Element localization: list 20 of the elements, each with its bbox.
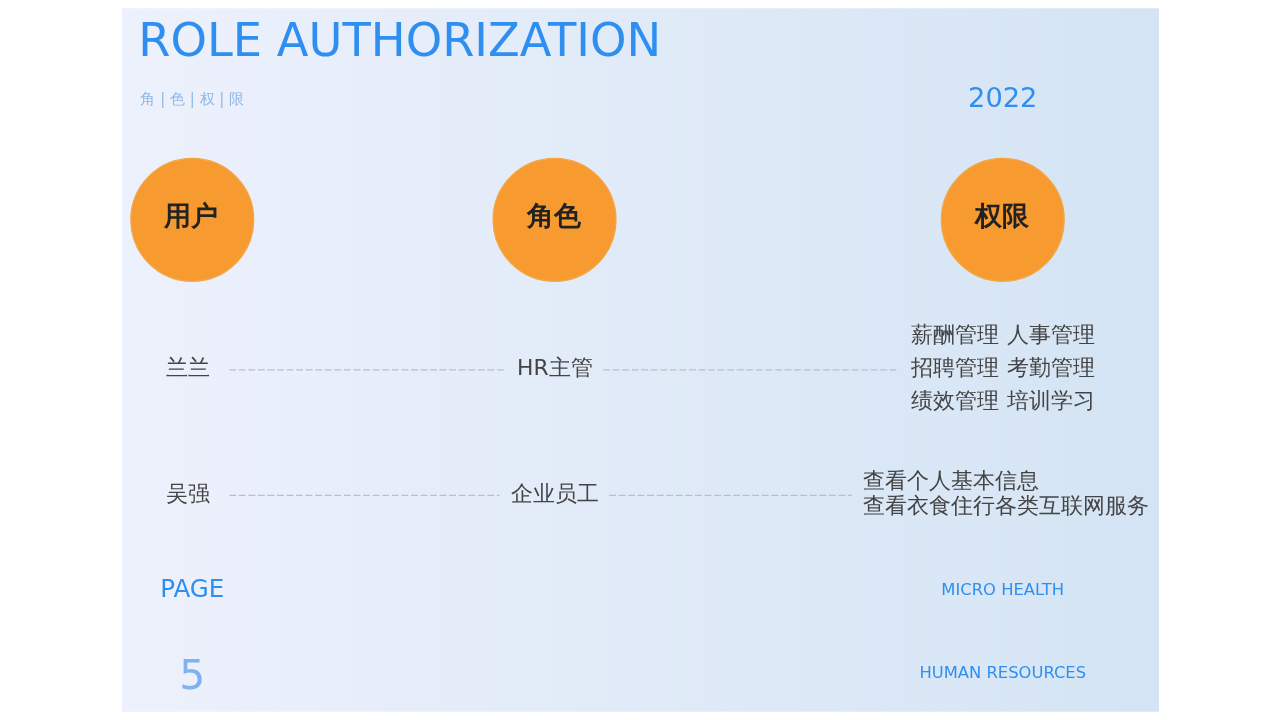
label: PAGE xyxy=(159,573,224,603)
diagram-title: ROLE AUTHORIZATION xyxy=(137,13,661,68)
node-text: 查看个人基本信息 查看衣食住行各类互联网服务 xyxy=(862,468,1149,518)
connector xyxy=(601,369,897,371)
node-text: HR主管 xyxy=(516,355,593,381)
node-circle: 权限 xyxy=(940,157,1065,282)
node-text: 薪酬管理 人事管理 招聘管理 考勤管理 绩效管理 培训学习 xyxy=(910,322,1095,413)
connector xyxy=(228,494,500,497)
label: HUMAN RESOURCES xyxy=(918,663,1086,683)
connector xyxy=(228,369,506,371)
node-text: 兰兰 xyxy=(165,355,210,381)
label: MICRO HEALTH xyxy=(940,580,1064,600)
label: 2022 xyxy=(967,81,1037,113)
node-text: 企业员工 xyxy=(510,480,599,506)
label: 角 | 色 | 权 | 限 xyxy=(139,89,244,108)
node-circle: 角色 xyxy=(491,157,617,282)
label: 5 xyxy=(178,650,205,699)
connector xyxy=(608,494,852,497)
node-circle: 用户 xyxy=(129,157,254,282)
node-text: 吴强 xyxy=(165,480,210,506)
